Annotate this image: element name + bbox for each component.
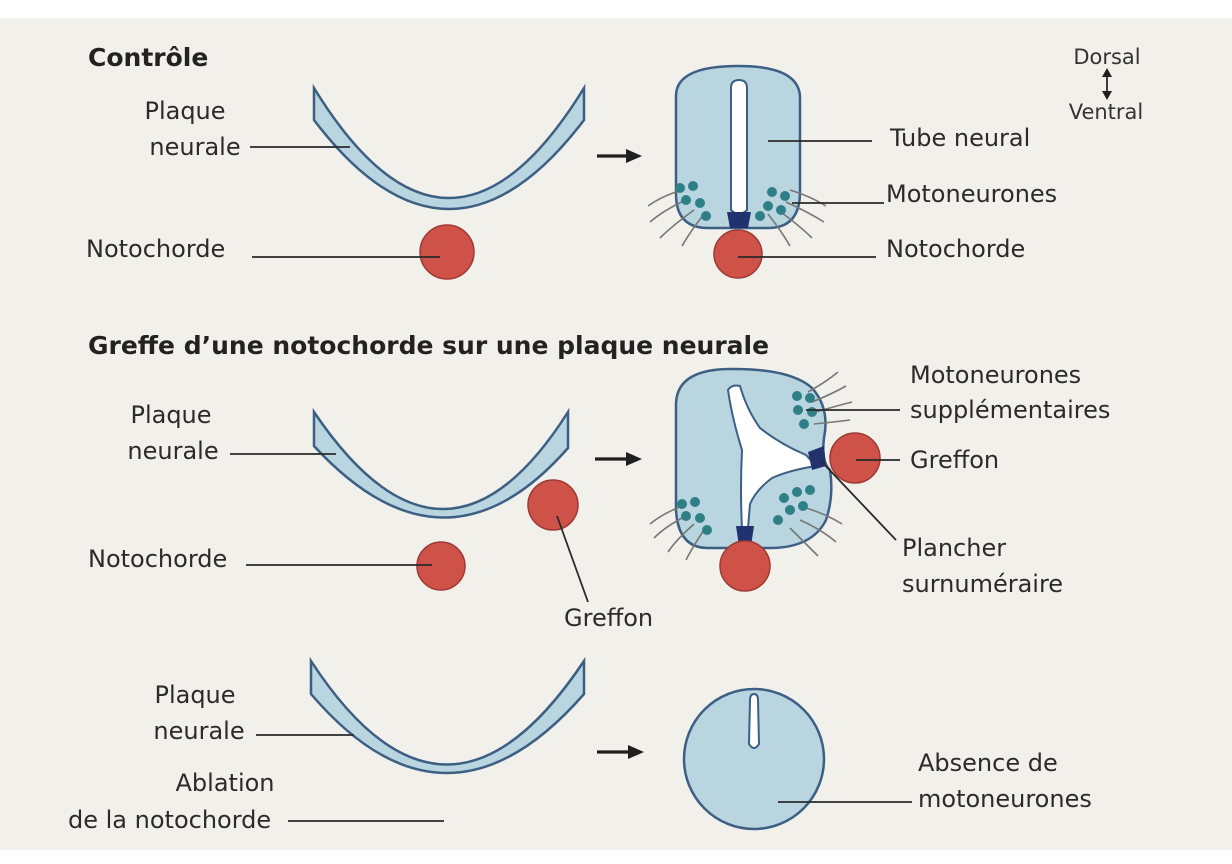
- control-floor-plate: [727, 212, 751, 228]
- greffon-left-label: Greffon: [564, 604, 654, 632]
- control-notochord: [419, 224, 475, 280]
- graft-lumen: [726, 384, 818, 529]
- motoneurones-supp-line2: supplémentaires: [910, 396, 1111, 424]
- graft-title: Greffe d’une notochorde sur une plaque n…: [88, 331, 770, 360]
- control-motoneurons-right: [755, 187, 827, 247]
- graft-motoneurons-right: [773, 485, 843, 557]
- graft-arrow: [595, 452, 642, 466]
- graft-grafted-notochord: [527, 479, 579, 531]
- graft-neural-plate: [312, 407, 570, 519]
- graft-motoneurons-left: [649, 497, 712, 561]
- ablation-neural-tube: [682, 687, 826, 831]
- control-plaque-line2: neurale: [149, 133, 241, 161]
- absence-line1: Absence de: [918, 749, 1058, 777]
- ablation-plaque-line2: neurale: [153, 717, 245, 745]
- graft-notochord-bottom: [719, 540, 771, 592]
- ablation-lumen: [747, 692, 761, 749]
- motoneurones-label: Motoneurones: [886, 180, 1058, 208]
- tube-neural-label: Tube neural: [890, 124, 1031, 152]
- absence-line2: motoneurones: [918, 785, 1092, 813]
- dorsal-label: Dorsal: [1073, 45, 1141, 69]
- plancher-line1: Plancher: [902, 534, 1007, 562]
- dorsal-ventral-arrow: [1102, 68, 1112, 100]
- control-motoneurons-left: [647, 181, 711, 247]
- ventral-label: Ventral: [1068, 100, 1144, 124]
- control-notochorde-label: Notochorde: [86, 235, 226, 263]
- graft-plaque-line2: neurale: [127, 437, 219, 465]
- control-neural-plate: [312, 83, 586, 211]
- leader-plancher: [821, 461, 897, 541]
- control-lumen: [730, 78, 748, 215]
- plancher-line2: surnuméraire: [902, 570, 1064, 598]
- ablation-arrow: [597, 745, 644, 759]
- graft-plaque-line1: Plaque: [130, 401, 212, 429]
- ablation-neural-plate: [309, 656, 586, 775]
- control-notochord-right: [713, 229, 763, 279]
- ablation-plaque-line1: Plaque: [154, 681, 236, 709]
- ablation-line2: de la notochorde: [68, 806, 272, 834]
- control-arrow: [597, 149, 642, 163]
- motoneurones-supp-line1: Motoneurones: [910, 361, 1082, 389]
- control-title: Contrôle: [88, 43, 209, 72]
- graft-supernumerary-floor: [808, 446, 826, 470]
- control-notochorde-right-label: Notochorde: [886, 235, 1026, 263]
- graft-notochord: [416, 541, 466, 591]
- graft-notochorde-label: Notochorde: [88, 545, 228, 573]
- leader-greffon-left: [556, 515, 589, 603]
- ablation-line1: Ablation: [175, 769, 275, 797]
- control-plaque-line1: Plaque: [144, 97, 226, 125]
- greffon-right-label: Greffon: [910, 446, 1000, 474]
- graft-grafted-notochord-right: [829, 432, 881, 484]
